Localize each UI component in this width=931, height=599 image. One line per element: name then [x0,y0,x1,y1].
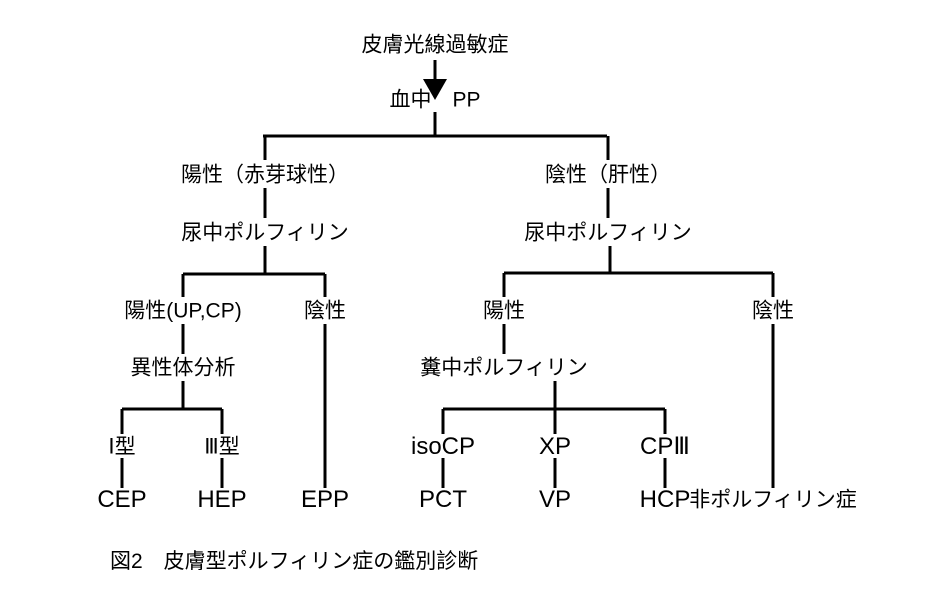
node-right-urine-porphyrin: 尿中ポルフィリン [524,221,692,245]
node-type-1: Ⅰ型 [108,435,136,459]
node-cep: CEP [97,486,147,513]
node-root: 皮膚光線過敏症 [361,33,509,57]
node-blood-pp: 血中 PP [389,88,481,112]
node-vp: VP [538,486,572,513]
node-right-urine-negative: 陰性 [752,299,794,323]
node-left-positive-erythropoietic: 陽性（赤芽球性） [181,163,349,187]
node-pct: PCT [419,486,467,513]
node-isocp: isoCP [410,433,476,460]
node-hep: HEP [197,486,247,513]
node-right-urine-positive: 陽性 [483,299,525,323]
node-left-urine-positive: 陽性(UP,CP) [124,299,242,323]
figure-caption: 図2 皮膚型ポルフィリン症の鑑別診断 [110,550,479,573]
node-isomer-analysis: 異性体分析 [130,356,236,380]
node-right-negative-hepatic: 陰性（肝性） [545,163,671,187]
node-left-urine-negative: 陰性 [304,299,346,323]
node-epp: EPP [300,486,350,513]
node-type-3: Ⅲ型 [204,435,240,459]
node-left-urine-porphyrin: 尿中ポルフィリン [181,221,349,245]
node-xp: XP [538,433,572,460]
node-cp3: CPⅢ [640,433,690,460]
node-non-porphyria: 非ポルフィリン症 [689,488,857,512]
node-stool-porphyrin: 糞中ポルフィリン [420,356,588,380]
node-hcp: HCP [639,486,691,513]
